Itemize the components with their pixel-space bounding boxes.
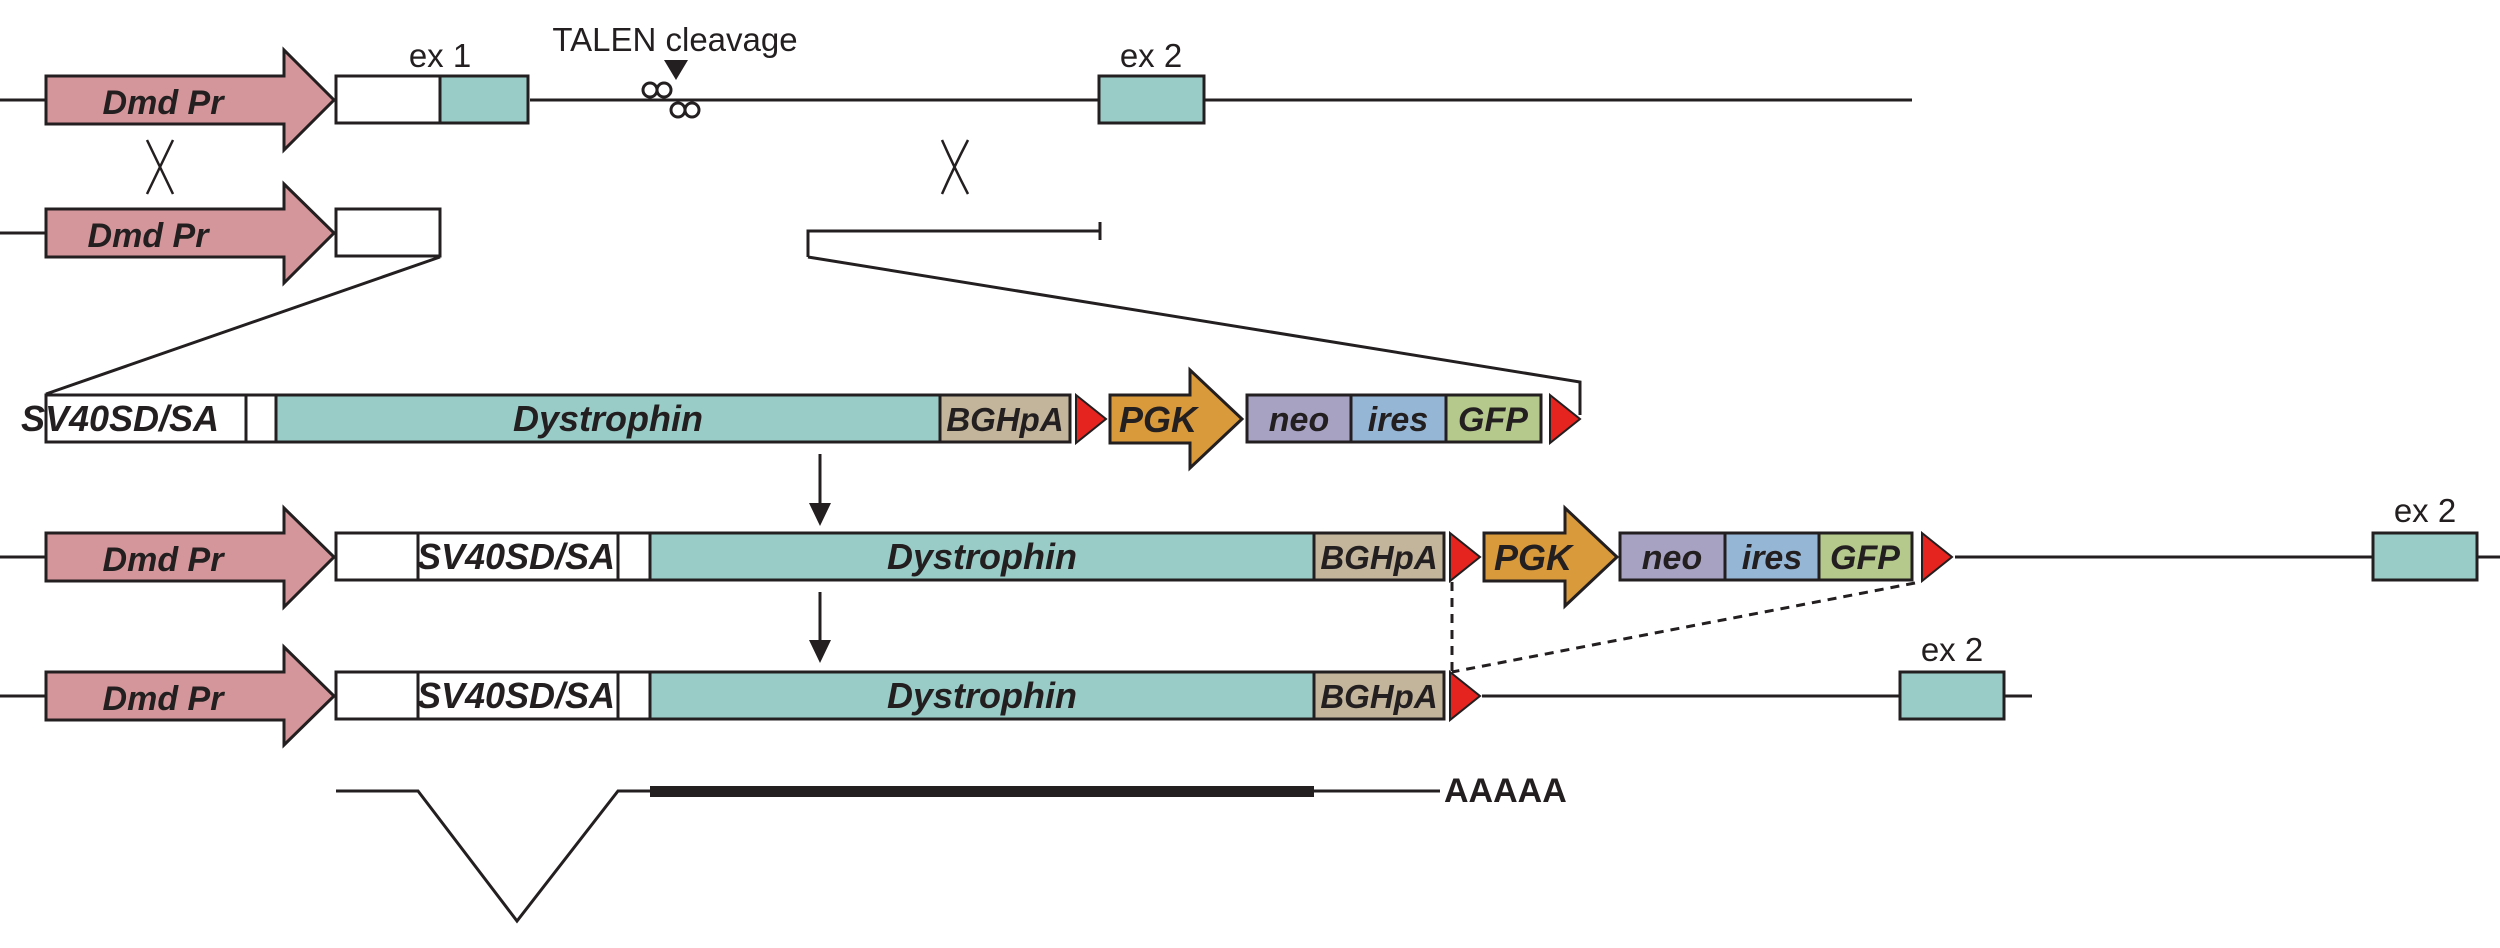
promoter-arrow: Dmd Pr [44,46,337,154]
dystrophin-box [648,531,1316,582]
ires-label: ires [1368,401,1429,439]
talen-cleavage-icon [641,60,701,119]
targeted-allele: Dmd Pr SV40SD/SA Dystrophin BGHpA PGK ne… [0,492,2500,611]
pgk-label: PGK [1494,537,1575,578]
exon2-label: ex 2 [1120,37,1182,74]
crossover-x-icon [145,139,175,195]
pgk-arrow: PGK [1108,366,1245,472]
bghpa-box [938,393,1072,444]
bghpa-label: BGHpA [1320,539,1437,576]
talen-label: TALEN cleavage [552,21,797,58]
sv40-label: SV40SD/SA [417,536,615,577]
neo-label: neo [1642,539,1702,577]
promoter-arrow: Dmd Pr [44,504,337,611]
neo-box [1618,531,1727,582]
dystrophin-label: Dystrophin [513,398,703,439]
exon1-label: ex 1 [409,37,471,74]
promoter-label: Dmd Pr [103,84,226,122]
ires-label: ires [1742,539,1803,577]
loxp-site-icon [1449,669,1482,723]
dystrophin-label: Dystrophin [887,675,1077,716]
loxp-site-icon [1549,392,1582,446]
exon2-box [2371,531,2479,582]
bghpa-label: BGHpA [1320,678,1437,715]
wildtype-locus: Dmd Pr ex 1 TALEN cleavage ex 2 [0,21,1912,154]
cre-excision-lines [1450,581,1916,674]
bghpa-label: BGHpA [946,401,1063,438]
targeting-cassette: SV40SD/SA Dystrophin BGHpA PGK neo ires … [21,366,1582,472]
bghpa-box [1312,670,1446,721]
dystrophin-label: Dystrophin [887,536,1077,577]
dystrophin-box [648,670,1316,721]
coding-region-bar [650,786,1314,797]
promoter-label: Dmd Pr [88,217,211,255]
loxp-site-icon [1075,392,1108,446]
promoter-arrow: Dmd Pr [44,180,337,287]
down-arrow-icon [809,454,831,526]
targeting-vector-arms: Dmd Pr [0,180,1582,415]
pgk-label: PGK [1119,399,1200,440]
spacer-box [244,393,278,444]
excised-allele: Dmd Pr SV40SD/SA Dystrophin BGHpA ex 2 [0,631,2032,749]
down-arrow-icon [809,592,831,663]
exon2-label: ex 2 [2394,492,2456,529]
dystrophin-box [274,393,942,444]
exon1-utr [334,207,442,258]
gfp-box [1817,531,1914,582]
exon2-box [1898,670,2006,721]
splice-line [336,789,650,924]
exon2-label: ex 2 [1921,631,1983,668]
loxp-site-icon [1921,530,1954,584]
mrna-transcript: AAAAA [336,772,1567,924]
polya-tail-label: AAAAA [1444,772,1567,810]
promoter-label: Dmd Pr [103,541,226,579]
sv40-label: SV40SD/SA [21,398,219,439]
exon1-utr [334,531,420,582]
neo-label: neo [1269,401,1329,439]
gfp-box [1444,393,1543,444]
sv40-label: SV40SD/SA [417,675,615,716]
promoter-arrow: Dmd Pr [44,643,337,749]
sv40-box [416,531,620,582]
bghpa-box [1312,531,1446,582]
crossover-x-icon [940,139,970,195]
loxp-site-icon [1449,530,1482,584]
right-homology-arm [806,229,1100,257]
spacer-box [616,670,652,721]
pgk-arrow: PGK [1482,504,1620,610]
exon1-coding [438,74,530,125]
exon1-utr [334,670,420,721]
gfp-label: GFP [1830,539,1900,577]
promoter-label: Dmd Pr [103,680,226,718]
spacer-box [616,531,652,582]
gfp-label: GFP [1458,401,1528,439]
exon1-utr [334,74,442,125]
exon2-box [1097,74,1206,125]
